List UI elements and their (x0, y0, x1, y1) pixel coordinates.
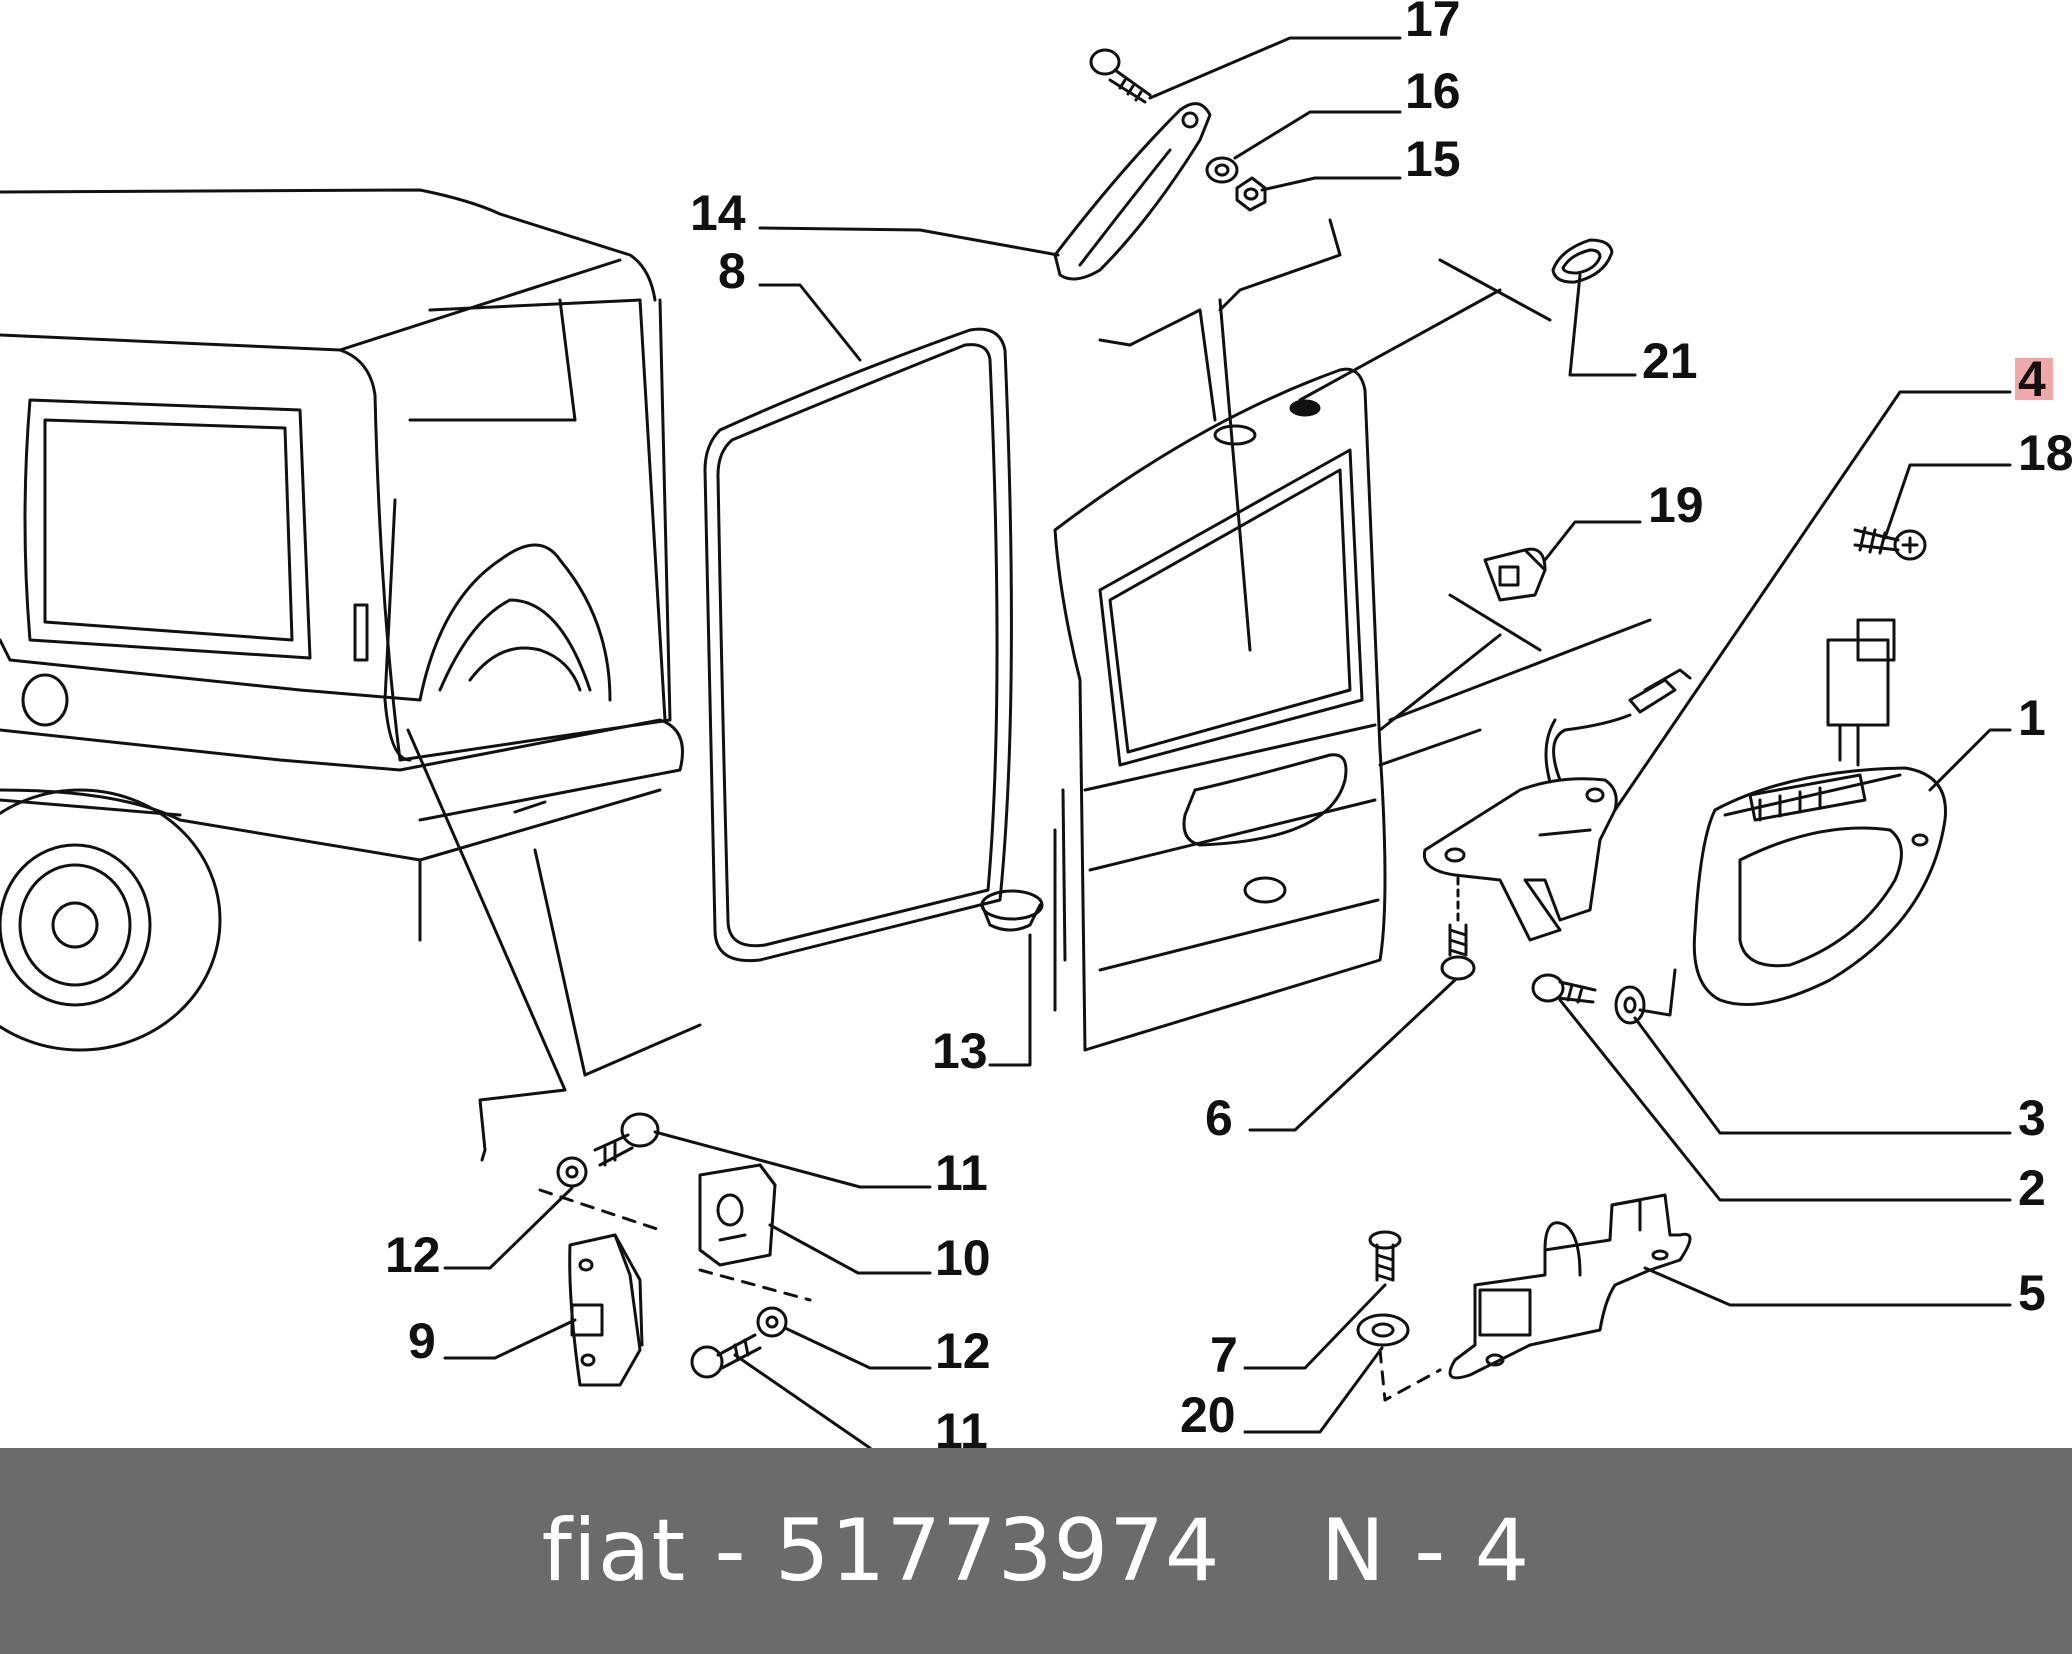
screw-part-18 (1853, 526, 1927, 561)
callout-4: 4 (2018, 351, 2046, 407)
washer-part-3 (1614, 985, 1646, 1025)
callout-8: 8 (718, 243, 746, 299)
callout-6: 6 (1205, 1090, 1233, 1146)
callout-15: 15 (1405, 131, 1461, 187)
bumper-part-10 (698, 1163, 777, 1267)
part-info-bar: fiat - 51773974 N - 4 (0, 1448, 2072, 1654)
washer-part-20 (1356, 1313, 1410, 1347)
separator: - (714, 1501, 747, 1601)
part-number: 51773974 (774, 1501, 1221, 1601)
bolt-part-11-lower (690, 1333, 762, 1379)
callout-2: 2 (2018, 1160, 2046, 1216)
screw-part-6 (1440, 876, 1476, 981)
screw-part-7 (1368, 1230, 1402, 1282)
callout-4-highlight (2015, 358, 2053, 400)
bolt-part-11-upper (593, 1112, 660, 1167)
latch-part-4 (1422, 668, 1692, 942)
callout-13: 13 (932, 1023, 988, 1079)
washer-part-16 (1205, 156, 1239, 184)
callout-20: 20 (1180, 1387, 1236, 1443)
washer-part-12-lower (756, 1306, 788, 1338)
callout-12-lower: 12 (935, 1323, 991, 1379)
exploded-parts-diagram: 17 16 15 14 8 21 4 18 19 1 13 6 3 2 11 1… (0, 0, 2072, 1448)
callout-labels: 17 16 15 14 8 21 4 18 19 1 13 6 3 2 11 1… (385, 0, 2072, 1448)
tailgate-door (1053, 218, 1652, 1052)
callout-21: 21 (1642, 333, 1698, 389)
callout-18: 18 (2018, 425, 2072, 481)
bolt-part-2 (1531, 973, 1597, 1004)
callout-5: 5 (2018, 1265, 2046, 1321)
door-seal-part-8 (703, 327, 1013, 963)
striker-part-9 (568, 1233, 644, 1387)
callout-12-upper: 12 (385, 1227, 441, 1283)
callout-11-lower: 11 (935, 1403, 988, 1448)
clip-part-19 (1483, 547, 1547, 602)
washer-part-12-upper (556, 1156, 588, 1188)
callout-10: 10 (935, 1230, 991, 1286)
leader-lines (443, 36, 2012, 1448)
position-label: N - 4 (1320, 1501, 1531, 1601)
callout-1: 1 (2018, 690, 2046, 746)
hinge-arm-part-14 (1053, 102, 1212, 281)
callout-16: 16 (1405, 63, 1461, 119)
callout-9: 9 (408, 1313, 436, 1369)
grommet-part-21 (1551, 238, 1614, 284)
callout-7: 7 (1210, 1327, 1238, 1383)
callout-19: 19 (1648, 477, 1704, 533)
vehicle-rear-illustration (0, 188, 702, 1162)
nut-part-15 (1235, 176, 1267, 212)
brand-name: fiat (541, 1501, 687, 1601)
callout-14: 14 (690, 185, 746, 241)
grommet-part-13 (980, 889, 1044, 932)
bracket-part-5 (1448, 1193, 1692, 1380)
callout-17: 17 (1405, 0, 1461, 47)
callout-11-upper: 11 (935, 1145, 988, 1201)
callout-3: 3 (2018, 1090, 2046, 1146)
bolt-part-17 (1089, 48, 1152, 104)
handle-part-1 (1638, 618, 1947, 1017)
